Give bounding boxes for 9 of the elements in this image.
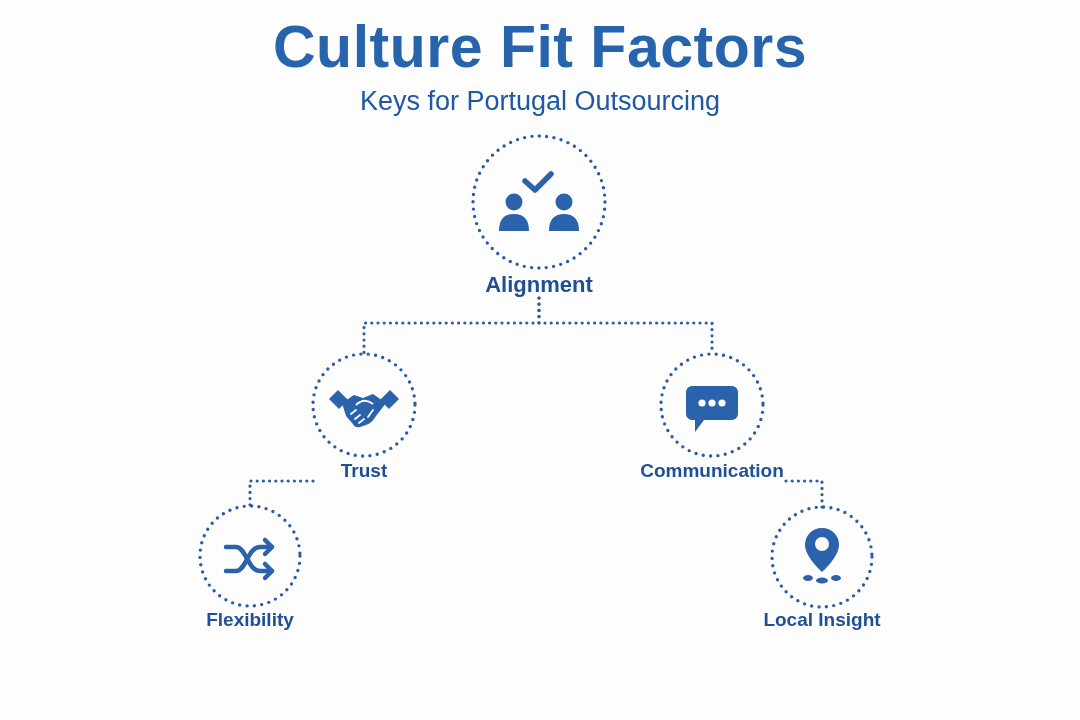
node-label: Trust [340,460,388,482]
node-label: Communication [640,460,784,482]
node-label: Alignment [485,272,593,298]
node-label: Flexibility [206,609,294,631]
node-label: Local Insight [763,609,881,631]
diagram-title: Culture Fit Factors [273,14,807,80]
diagram-subtitle: Keys for Portugal Outsourcing [359,85,721,117]
dotted-connector [784,479,824,509]
dotted-connector [248,479,315,508]
